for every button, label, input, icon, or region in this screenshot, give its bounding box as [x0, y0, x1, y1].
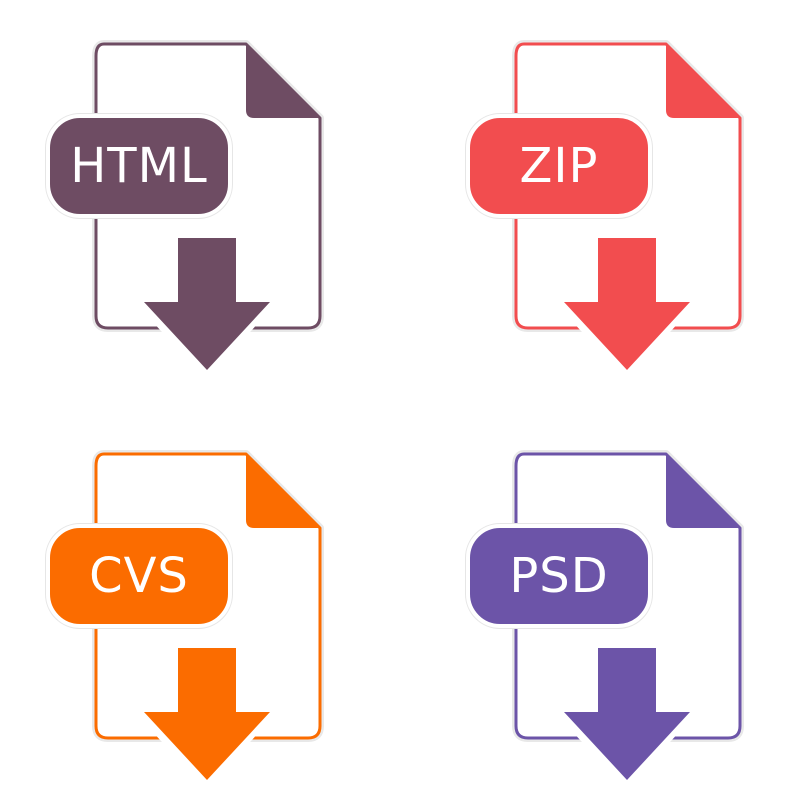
file-type-badge: CVS	[46, 524, 232, 628]
folded-corner	[666, 454, 740, 528]
folded-corner	[246, 44, 320, 118]
download-arrow-icon	[144, 238, 270, 370]
download-arrow-icon	[564, 648, 690, 780]
psd-file-download-icon: PSD	[460, 446, 760, 796]
cvs-file-download-icon: CVS	[40, 446, 340, 796]
folded-corner	[246, 454, 320, 528]
file-type-badge: ZIP	[466, 114, 652, 218]
folded-corner	[666, 44, 740, 118]
file-type-badge: PSD	[466, 524, 652, 628]
html-file-download-icon: HTML	[40, 36, 340, 386]
zip-file-download-icon: ZIP	[460, 36, 760, 386]
download-arrow-icon	[144, 648, 270, 780]
download-arrow-icon	[564, 238, 690, 370]
file-type-badge: HTML	[46, 114, 232, 218]
